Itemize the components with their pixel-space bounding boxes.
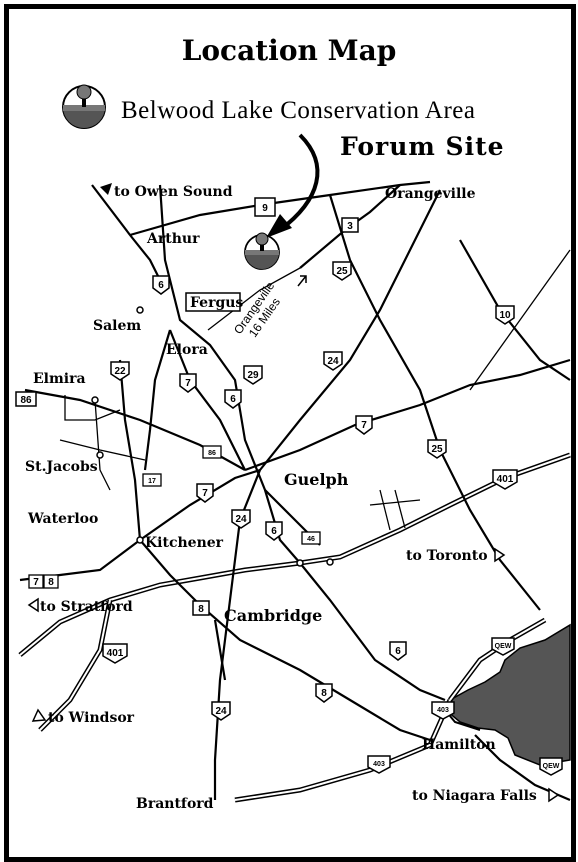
dest-niagara-falls: to Niagara Falls — [412, 788, 537, 804]
arrow-right-icon — [548, 787, 560, 803]
dest-owen-sound: to Owen Sound — [114, 184, 233, 200]
town-fergus: Fergus — [190, 295, 243, 311]
town-cambridge: Cambridge — [224, 606, 322, 625]
highway-shield: 6 — [224, 389, 242, 409]
shield-86a: 86 — [20, 395, 32, 406]
town-elora: Elora — [166, 342, 208, 358]
shield-7c: 7 — [202, 488, 208, 499]
town-brantford: Brantford — [136, 796, 214, 812]
shield-qew1: QEW — [495, 643, 512, 650]
dest-windsor: to Windsor — [48, 710, 135, 726]
shield-8a: 8 — [48, 577, 54, 588]
shield-24c: 24 — [215, 706, 227, 717]
shield-7b: 7 — [361, 420, 367, 431]
highway-shield: 8 — [43, 574, 59, 589]
highway-shield: QEW — [539, 757, 563, 776]
highway-shield: 25 — [427, 439, 447, 459]
highway-shield: 401 — [102, 643, 128, 664]
highway-shield: 86 — [202, 445, 222, 459]
conservation-area-logo-icon — [62, 84, 106, 129]
arrow-right-icon — [494, 547, 506, 563]
highway-shield: 25 — [332, 261, 352, 281]
town-hamilton: Hamilton — [422, 737, 496, 753]
highway-shield: 29 — [243, 365, 263, 385]
shield-6a: 6 — [158, 280, 164, 291]
shield-7a: 7 — [185, 378, 191, 389]
highway-shield: 403 — [367, 755, 391, 774]
highway-shield: 6 — [265, 521, 283, 541]
shield-46: 46 — [307, 536, 315, 543]
arrow-left-icon — [27, 597, 39, 613]
highway-shield: 17 — [142, 473, 162, 487]
forum-site-label: Forum Site — [340, 132, 505, 161]
shield-6d: 6 — [395, 646, 401, 657]
highway-shield: 401 — [492, 469, 518, 490]
highway-shield: 7 — [28, 574, 44, 589]
town-waterloo: Waterloo — [27, 511, 98, 527]
shield-17: 17 — [148, 478, 156, 485]
shield-25a: 25 — [336, 266, 348, 277]
shield-29: 29 — [247, 370, 259, 381]
town-guelph: Guelph — [284, 470, 349, 489]
shield-24a: 24 — [327, 356, 339, 367]
highway-shield: 7 — [355, 415, 373, 435]
arrow-northwest-icon — [100, 183, 112, 195]
highway-shield: 8 — [315, 683, 333, 703]
location-map: 9 3 25 10 6 22 24 7 — [4, 4, 576, 862]
shield-403a: 403 — [437, 707, 449, 714]
highway-shield: 24 — [211, 701, 231, 721]
town-salem: Salem — [93, 318, 141, 334]
shield-24b: 24 — [235, 514, 247, 525]
highway-shield: 46 — [301, 531, 321, 545]
shield-401b: 401 — [107, 648, 124, 659]
town-arthur: Arthur — [146, 231, 200, 247]
highway-shield: 7 — [196, 483, 214, 503]
map-canvas: 9 3 25 10 6 22 24 7 — [15, 34, 571, 812]
highway-shield: 24 — [323, 351, 343, 371]
shield-401a: 401 — [497, 474, 514, 485]
shield-25b: 25 — [431, 444, 443, 455]
shield-6b: 6 — [230, 394, 236, 405]
forum-site-marker-icon — [244, 232, 280, 270]
map-title: Location Map — [182, 34, 397, 67]
conservation-area-name: Belwood Lake Conservation Area — [121, 97, 476, 124]
highway-shield: 9 — [254, 197, 276, 217]
shield-8b: 8 — [198, 604, 204, 615]
highway-shield: 403 — [431, 701, 455, 720]
highway-shield: 24 — [231, 509, 251, 529]
shield-10: 10 — [499, 310, 511, 321]
forum-site-arrow — [278, 133, 320, 232]
highway-shield: 8 — [192, 600, 210, 616]
highway-shield: 6 — [389, 641, 407, 661]
shield-qew2: QEW — [543, 763, 560, 770]
town-kitchener: Kitchener — [145, 535, 224, 551]
town-st-jacobs: St.Jacobs — [25, 459, 98, 475]
highway-shield: 3 — [341, 217, 359, 233]
shield-403b: 403 — [373, 761, 385, 768]
town-elmira: Elmira — [33, 371, 86, 387]
arrow-southwest-icon — [31, 708, 47, 722]
dest-stratford: to Stratford — [40, 599, 133, 615]
highway-shield: 7 — [179, 373, 197, 393]
dest-toronto: to Toronto — [406, 548, 488, 564]
town-orangeville: Orangeville — [385, 186, 476, 202]
highway-shield: QEW — [491, 637, 515, 656]
highway-shield: 86 — [15, 391, 37, 407]
shield-8c: 8 — [321, 688, 327, 699]
lake-ontario — [447, 623, 571, 766]
highway-shield: 6 — [152, 275, 170, 295]
shield-3: 3 — [347, 221, 353, 232]
shield-22: 22 — [114, 366, 126, 377]
shield-86b: 86 — [208, 450, 216, 457]
shield-7d: 7 — [33, 577, 39, 588]
shield-9: 9 — [262, 203, 268, 214]
highway-shield: 10 — [495, 305, 515, 325]
highway-shield: 22 — [110, 361, 130, 381]
shield-6c: 6 — [271, 526, 277, 537]
